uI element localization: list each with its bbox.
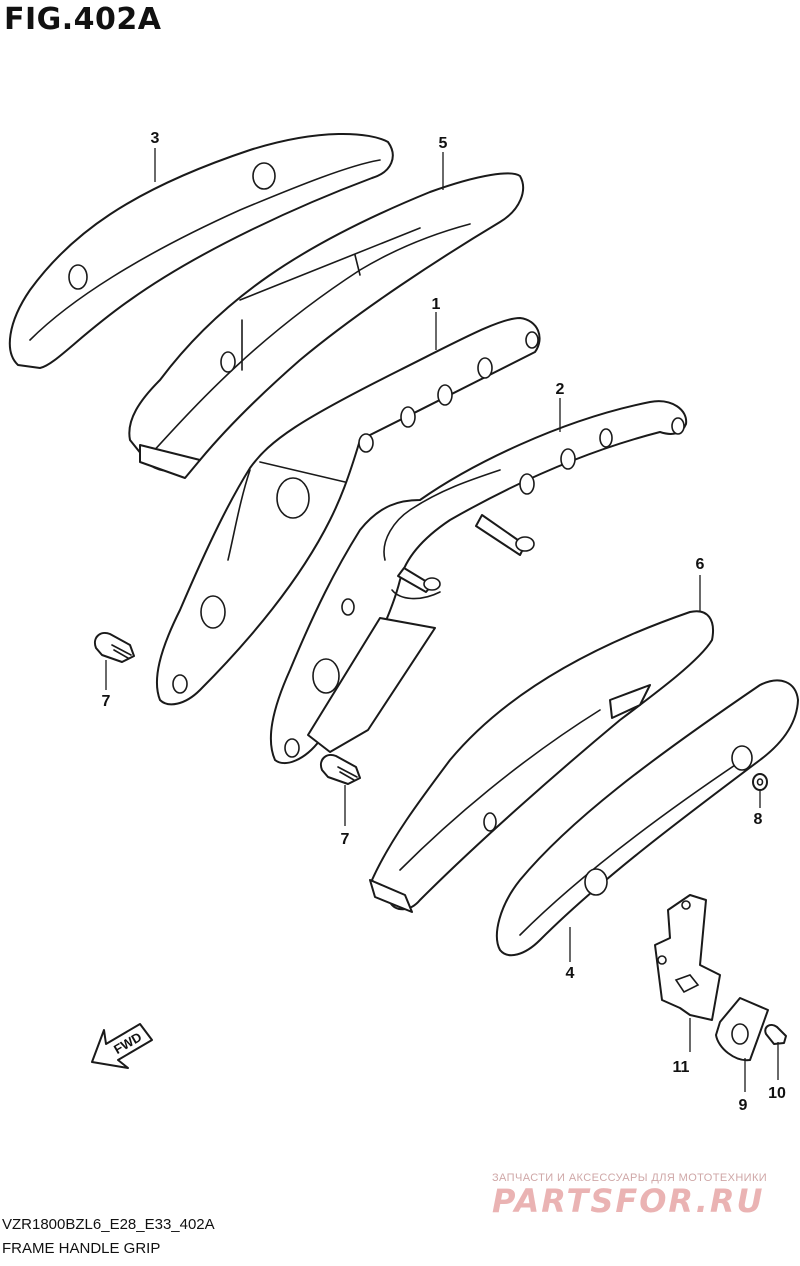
fwd-arrow-icon: FWD (91, 1023, 153, 1069)
callout-9: 9 (739, 1097, 748, 1114)
leader-lines (105, 148, 779, 1092)
part-3-grip-cover[interactable] (8, 132, 394, 369)
callout-numbers: 3 5 1 2 6 7 7 8 4 11 9 10 (102, 130, 786, 1114)
model-code: VZR1800BZL6_E28_E33_402A (2, 1216, 215, 1233)
callout-7-upper: 7 (102, 693, 111, 710)
callout-4: 4 (566, 965, 575, 982)
part-7-bolt-upper[interactable] (94, 632, 135, 663)
figure-title: FIG.402A (4, 2, 162, 37)
callout-5: 5 (439, 135, 448, 152)
callout-1: 1 (432, 296, 441, 313)
watermark-logo: PARTSFOR.RU (492, 1182, 765, 1220)
callout-3: 3 (151, 130, 160, 147)
part-6-lower-grip-cover[interactable] (369, 610, 714, 913)
callout-10: 10 (768, 1085, 786, 1102)
callout-8: 8 (754, 811, 763, 828)
part-10-screw[interactable] (764, 1024, 787, 1045)
part-8-washer[interactable] (752, 773, 768, 791)
watermark-tagline: ЗАПЧАСТИ И АКСЕССУАРЫ ДЛЯ МОТОТЕХНИКИ (492, 1172, 768, 1184)
callout-6: 6 (696, 556, 705, 573)
part-5-grip-frame-cover[interactable] (128, 172, 525, 479)
callout-7-lower: 7 (341, 831, 350, 848)
part-9-clamp[interactable] (715, 997, 769, 1062)
part-2-frame-handle-right[interactable] (269, 400, 688, 765)
figure-name: FRAME HANDLE GRIP (2, 1240, 161, 1257)
part-1-frame-handle-left[interactable] (156, 317, 541, 706)
callout-11: 11 (673, 1059, 690, 1076)
callout-2: 2 (556, 381, 565, 398)
part-11-bracket[interactable] (654, 894, 721, 1021)
part-4-grip-cover[interactable] (495, 679, 799, 957)
part-7-bolt-lower[interactable] (320, 754, 361, 785)
